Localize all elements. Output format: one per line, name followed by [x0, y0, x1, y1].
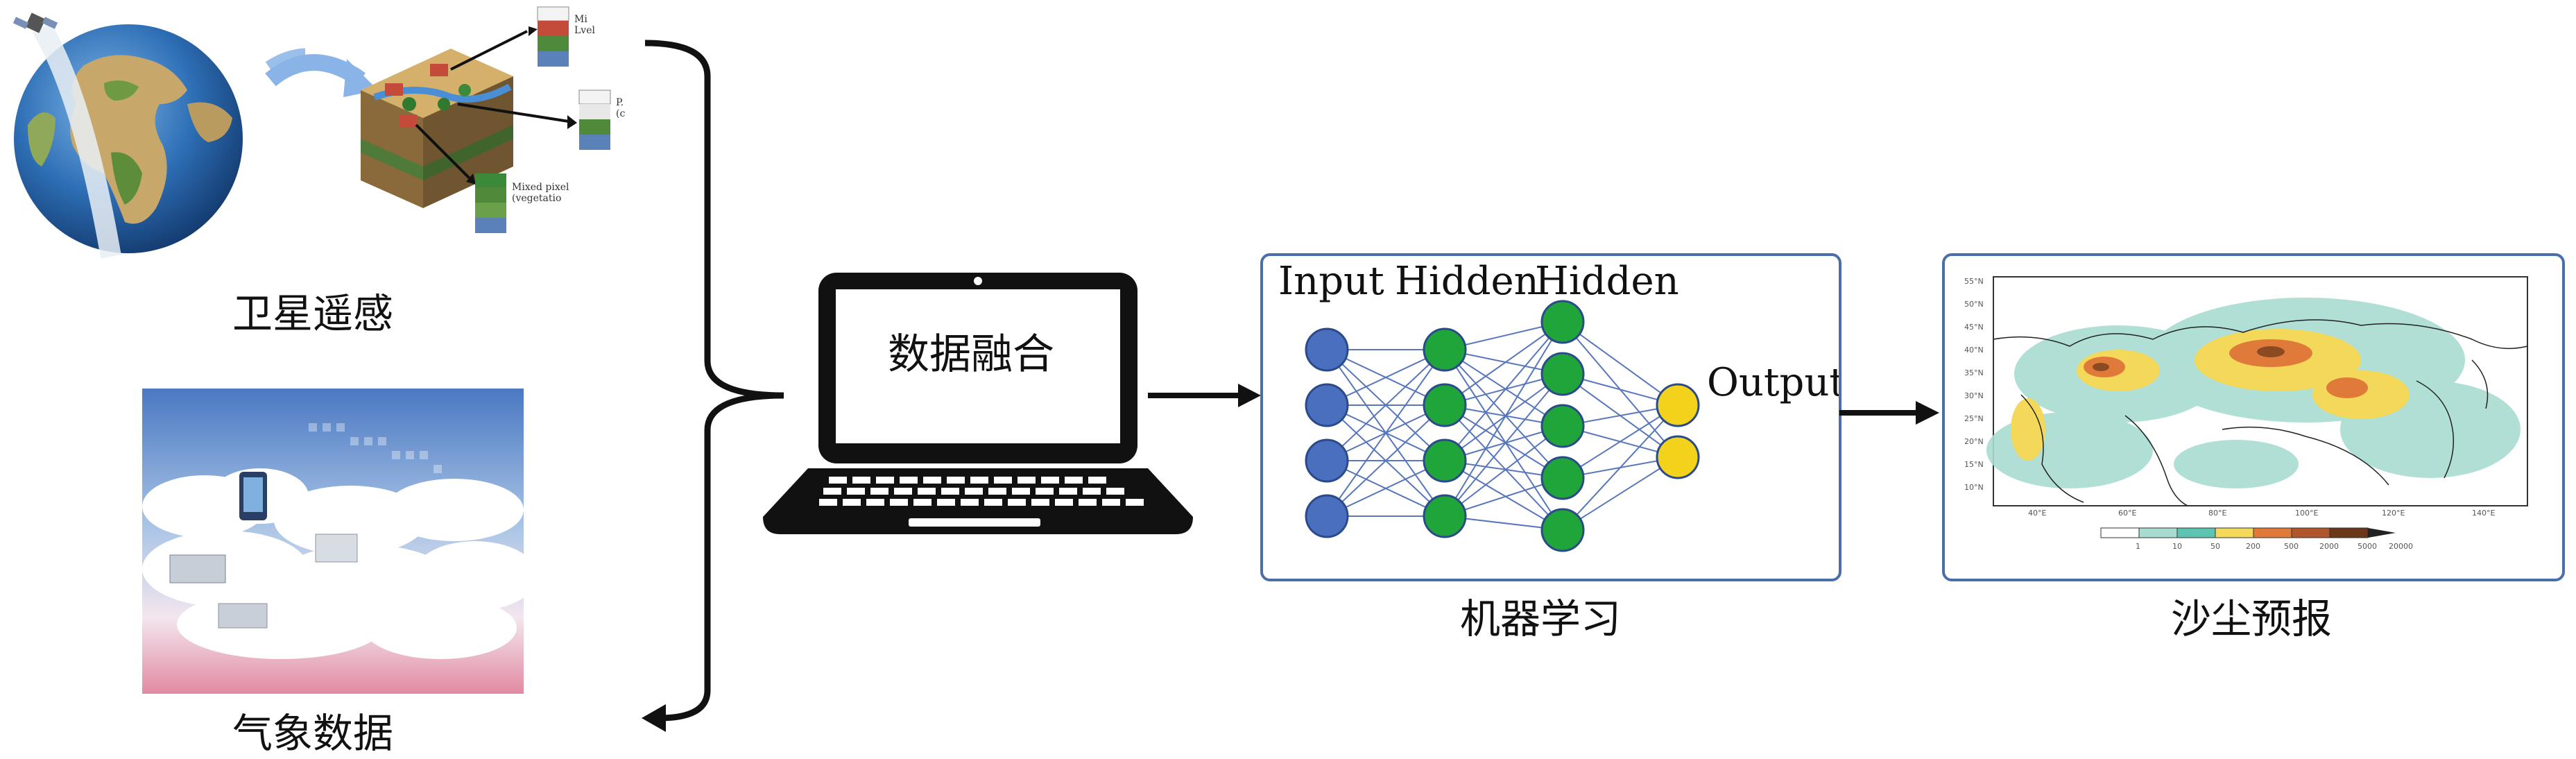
nn-edge: [1326, 349, 1445, 517]
hidden-layer-1-label: Hidden: [1395, 259, 1539, 304]
lat-tick: 15°N: [1964, 460, 1984, 469]
meteorological-caption: 气象数据: [232, 710, 394, 757]
lon-tick: 100°E: [2295, 509, 2319, 518]
input-node: [1305, 383, 1349, 427]
nn-edge: [1444, 321, 1563, 406]
tile-label-3: Mixed pixel (vegetatio: [512, 182, 569, 204]
colorbar-tick: 50: [2210, 542, 2220, 551]
hidden-node: [1423, 327, 1467, 372]
nn-edge: [1444, 373, 1563, 461]
pixel-landscape-image: [361, 6, 611, 233]
lon-tick: 140°E: [2472, 509, 2496, 518]
nn-edge: [1444, 425, 1563, 517]
arrow-right-icon: [1839, 401, 1939, 425]
nn-edge: [1562, 457, 1678, 531]
nn-edge: [1562, 404, 1678, 479]
lat-tick: 20°N: [1964, 437, 1984, 446]
nn-edge: [1326, 349, 1445, 461]
nn-edge: [1562, 321, 1678, 406]
nn-edge: [1444, 321, 1563, 461]
lon-tick: 120°E: [2382, 509, 2405, 518]
input-layer-label: Input: [1278, 259, 1384, 304]
nn-edge: [1444, 321, 1563, 517]
nn-edge: [1444, 373, 1563, 517]
output-node: [1656, 435, 1700, 479]
hidden-node: [1540, 300, 1585, 344]
dust-forecast-map-panel: 55°N 50°N 45°N 40°N 35°N 30°N 25°N 20°N …: [1942, 253, 2565, 581]
meteorological-image: [142, 389, 524, 694]
earth-globe-image: [12, 12, 305, 259]
lat-tick: 55°N: [1964, 277, 1984, 286]
lat-tick: 25°N: [1964, 414, 1984, 423]
nn-edge: [1444, 460, 1563, 531]
tile-label-1: Mi Lvel: [574, 14, 595, 36]
hidden-node: [1540, 352, 1585, 396]
nn-edge: [1562, 404, 1678, 531]
lon-tick: 80°E: [2208, 509, 2227, 518]
colorbar-tick: 1: [2136, 542, 2140, 551]
input-node: [1305, 438, 1349, 483]
colorbar-tick: 2000: [2319, 542, 2339, 551]
hidden-node: [1540, 456, 1585, 500]
curly-brace-icon: [642, 40, 784, 732]
nn-edge: [1444, 349, 1563, 531]
hidden-node: [1540, 404, 1585, 448]
neural-network-panel: Input Hidden Hidden Output: [1260, 253, 1841, 581]
colorbar-tick: 5000: [2358, 542, 2377, 551]
input-node: [1305, 327, 1349, 372]
arrow-right-icon: [1148, 384, 1261, 407]
lat-tick: 35°N: [1964, 368, 1984, 377]
tile-label-2: P. (c: [616, 97, 626, 119]
hidden-node: [1423, 438, 1467, 483]
nn-edge: [1444, 349, 1563, 479]
dust-forecast-caption: 沙尘预报: [2171, 595, 2333, 642]
lon-tick: 40°E: [2028, 509, 2047, 518]
output-layer-label: Output: [1707, 360, 1841, 405]
neural-network-diagram: [1305, 300, 1700, 552]
nn-edge: [1326, 404, 1445, 517]
hidden-layer-2-label: Hidden: [1535, 259, 1679, 304]
dust-forecast-map: [1986, 276, 2528, 538]
hidden-node: [1423, 494, 1467, 538]
machine-learning-caption: 机器学习: [1460, 595, 1622, 642]
lat-tick: 50°N: [1964, 300, 1984, 309]
colorbar-tick: 10: [2172, 542, 2182, 551]
satellite-caption: 卫星遥感: [232, 290, 394, 337]
input-node: [1305, 494, 1349, 538]
nn-edge: [1444, 349, 1563, 427]
colorbar-tick: 200: [2246, 542, 2260, 551]
lat-tick: 40°N: [1964, 346, 1984, 355]
lat-tick: 10°N: [1964, 483, 1984, 492]
laptop-icon: [763, 273, 1193, 534]
lat-tick: 45°N: [1964, 323, 1984, 332]
fusion-caption: 数据融合: [888, 330, 1054, 379]
hidden-node: [1540, 508, 1585, 552]
colorbar-tick: 20000: [2389, 542, 2413, 551]
nn-edge: [1444, 404, 1563, 479]
nn-edge: [1444, 404, 1563, 531]
colorbar-tick: 500: [2284, 542, 2299, 551]
lon-tick: 60°E: [2118, 509, 2137, 518]
lat-tick: 30°N: [1964, 391, 1984, 400]
hidden-node: [1423, 383, 1467, 427]
output-node: [1656, 383, 1700, 427]
